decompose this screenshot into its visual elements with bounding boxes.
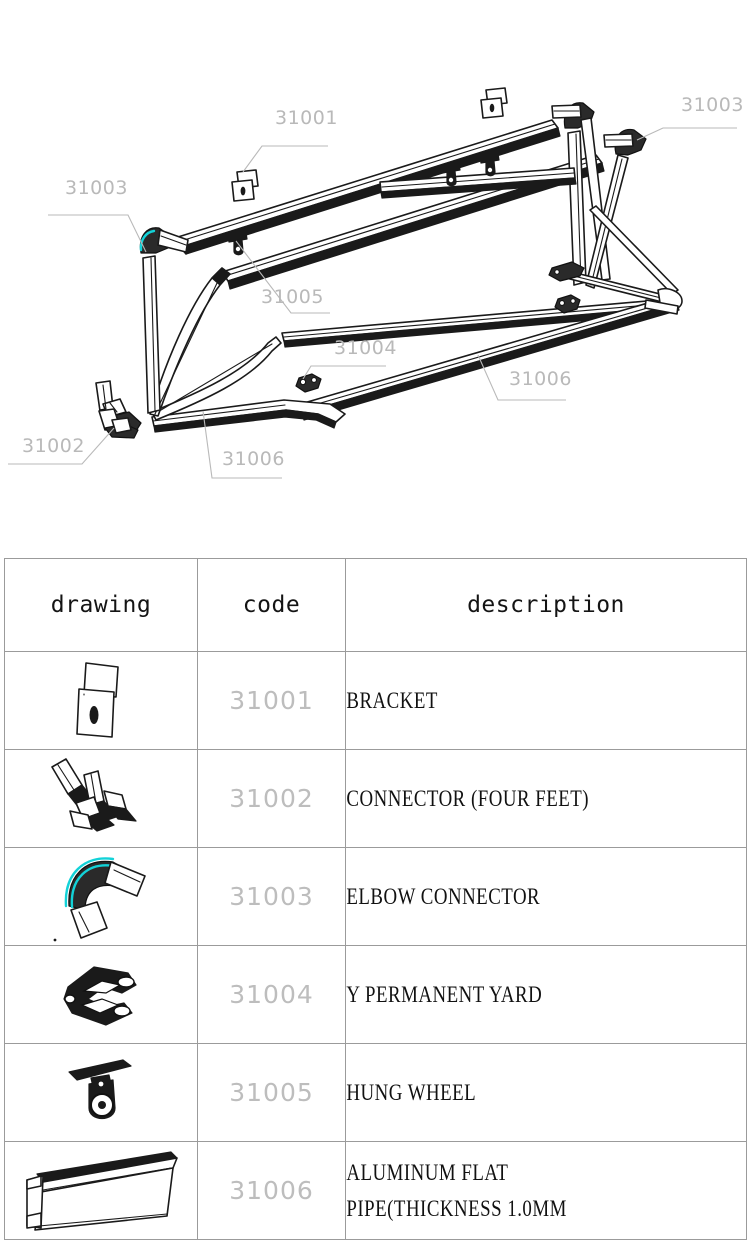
code-cell: 31006 — [197, 1141, 346, 1240]
description-cell: BRACKET — [345, 651, 675, 750]
callout-label-31003-left: 31003 — [65, 177, 128, 199]
thumbnail-cell-hung-wheel — [4, 1043, 198, 1142]
callout-label-31006-right: 31006 — [509, 368, 572, 390]
callout-leaders — [8, 127, 737, 479]
parts-table-head: drawing code description — [4, 558, 747, 652]
part-y-yard-clip — [295, 373, 322, 393]
code-cell: 31003 — [197, 847, 346, 946]
thumbnail-cell-connector — [4, 749, 198, 848]
part-four-foot-connector — [95, 380, 142, 439]
part-bent-flat-pipe — [151, 399, 346, 433]
description-cell: CONNECTOR (FOUR FEET) — [345, 749, 675, 848]
elbow-connector-icon — [53, 856, 146, 941]
callout-label-31006-left: 31006 — [222, 448, 285, 470]
parts-table: drawing code description 31001 BRACKET — [4, 558, 747, 1240]
header-description: description — [345, 558, 747, 652]
description-line: PIPE(THICKNESS 1.0MM — [345, 1195, 567, 1221]
description-line: ALUMINUM FLAT — [345, 1159, 508, 1185]
part-hung-wheel-3 — [479, 153, 500, 177]
description-line: Y PERMANENT YARD — [345, 981, 542, 1007]
part-curved-arm-2 — [149, 267, 231, 417]
table-row: 31004 Y PERMANENT YARD — [4, 945, 747, 1044]
code-cell: 31001 — [197, 651, 346, 750]
header-drawing: drawing — [4, 558, 198, 652]
description-cell: ELBOW CONNECTOR — [345, 847, 675, 946]
callout-label-31002: 31002 — [22, 435, 85, 457]
table-row: 31006 ALUMINUM FLAT PIPE(THICKNESS 1.0MM — [4, 1141, 747, 1240]
table-row: 31001 BRACKET — [4, 651, 747, 750]
description-line: BRACKET — [345, 687, 438, 713]
thumbnail-cell-elbow — [4, 847, 198, 946]
thumbnail-cell-bracket — [4, 651, 198, 750]
part-curved-arm — [151, 336, 282, 421]
callout-label-31001: 31001 — [275, 107, 338, 129]
hung-wheel-icon — [68, 1058, 132, 1119]
table-row: 31003 ELBOW CONNECTOR — [4, 847, 747, 946]
part-right-leg-assembly — [551, 102, 683, 315]
part-lower-rail — [296, 295, 680, 421]
exploded-diagram-region: 31001 31003 31003 31005 31004 31006 3100… — [0, 0, 750, 545]
callout-label-31005: 31005 — [261, 286, 324, 308]
y-yard-clip-icon — [63, 965, 137, 1026]
part-left-leg-elbow — [139, 227, 189, 414]
thumbnail-cell-flat-pipe — [4, 1141, 198, 1240]
description-cell: HUNG WHEEL — [345, 1043, 675, 1142]
part-y-yard-clip-3 — [548, 261, 585, 282]
table-row: 31002 CONNECTOR (FOUR FEET) — [4, 749, 747, 848]
table-row: 31005 HUNG WHEEL — [4, 1043, 747, 1142]
part-cross-bar — [379, 167, 577, 199]
header-code: code — [197, 558, 346, 652]
exploded-diagram: 31001 31003 31003 31005 31004 31006 3100… — [8, 87, 744, 479]
part-bracket-left — [231, 169, 259, 202]
callout-label-31003-right: 31003 — [681, 94, 744, 116]
thumbnail-cell-y-yard — [4, 945, 198, 1044]
callout-label-31004: 31004 — [334, 337, 397, 359]
table-header-row: drawing code description — [4, 558, 747, 652]
parts-table-body: 31001 BRACKET — [4, 651, 747, 1240]
bracket-plate-icon — [76, 661, 119, 738]
description-line: CONNECTOR (FOUR FEET) — [345, 785, 589, 811]
description-line: HUNG WHEEL — [345, 1079, 476, 1105]
code-cell: 31005 — [197, 1043, 346, 1142]
description-cell: Y PERMANENT YARD — [345, 945, 675, 1044]
part-y-yard-clip-2 — [554, 294, 581, 314]
code-cell: 31004 — [197, 945, 346, 1044]
part-hung-wheel-2 — [440, 163, 461, 187]
aluminum-flat-pipe-icon — [26, 1150, 178, 1231]
part-bracket-right — [480, 87, 508, 119]
code-cell: 31002 — [197, 749, 346, 848]
description-cell: ALUMINUM FLAT PIPE(THICKNESS 1.0MM — [345, 1141, 675, 1240]
four-foot-connector-icon — [51, 757, 137, 832]
description-line: ELBOW CONNECTOR — [345, 883, 540, 909]
